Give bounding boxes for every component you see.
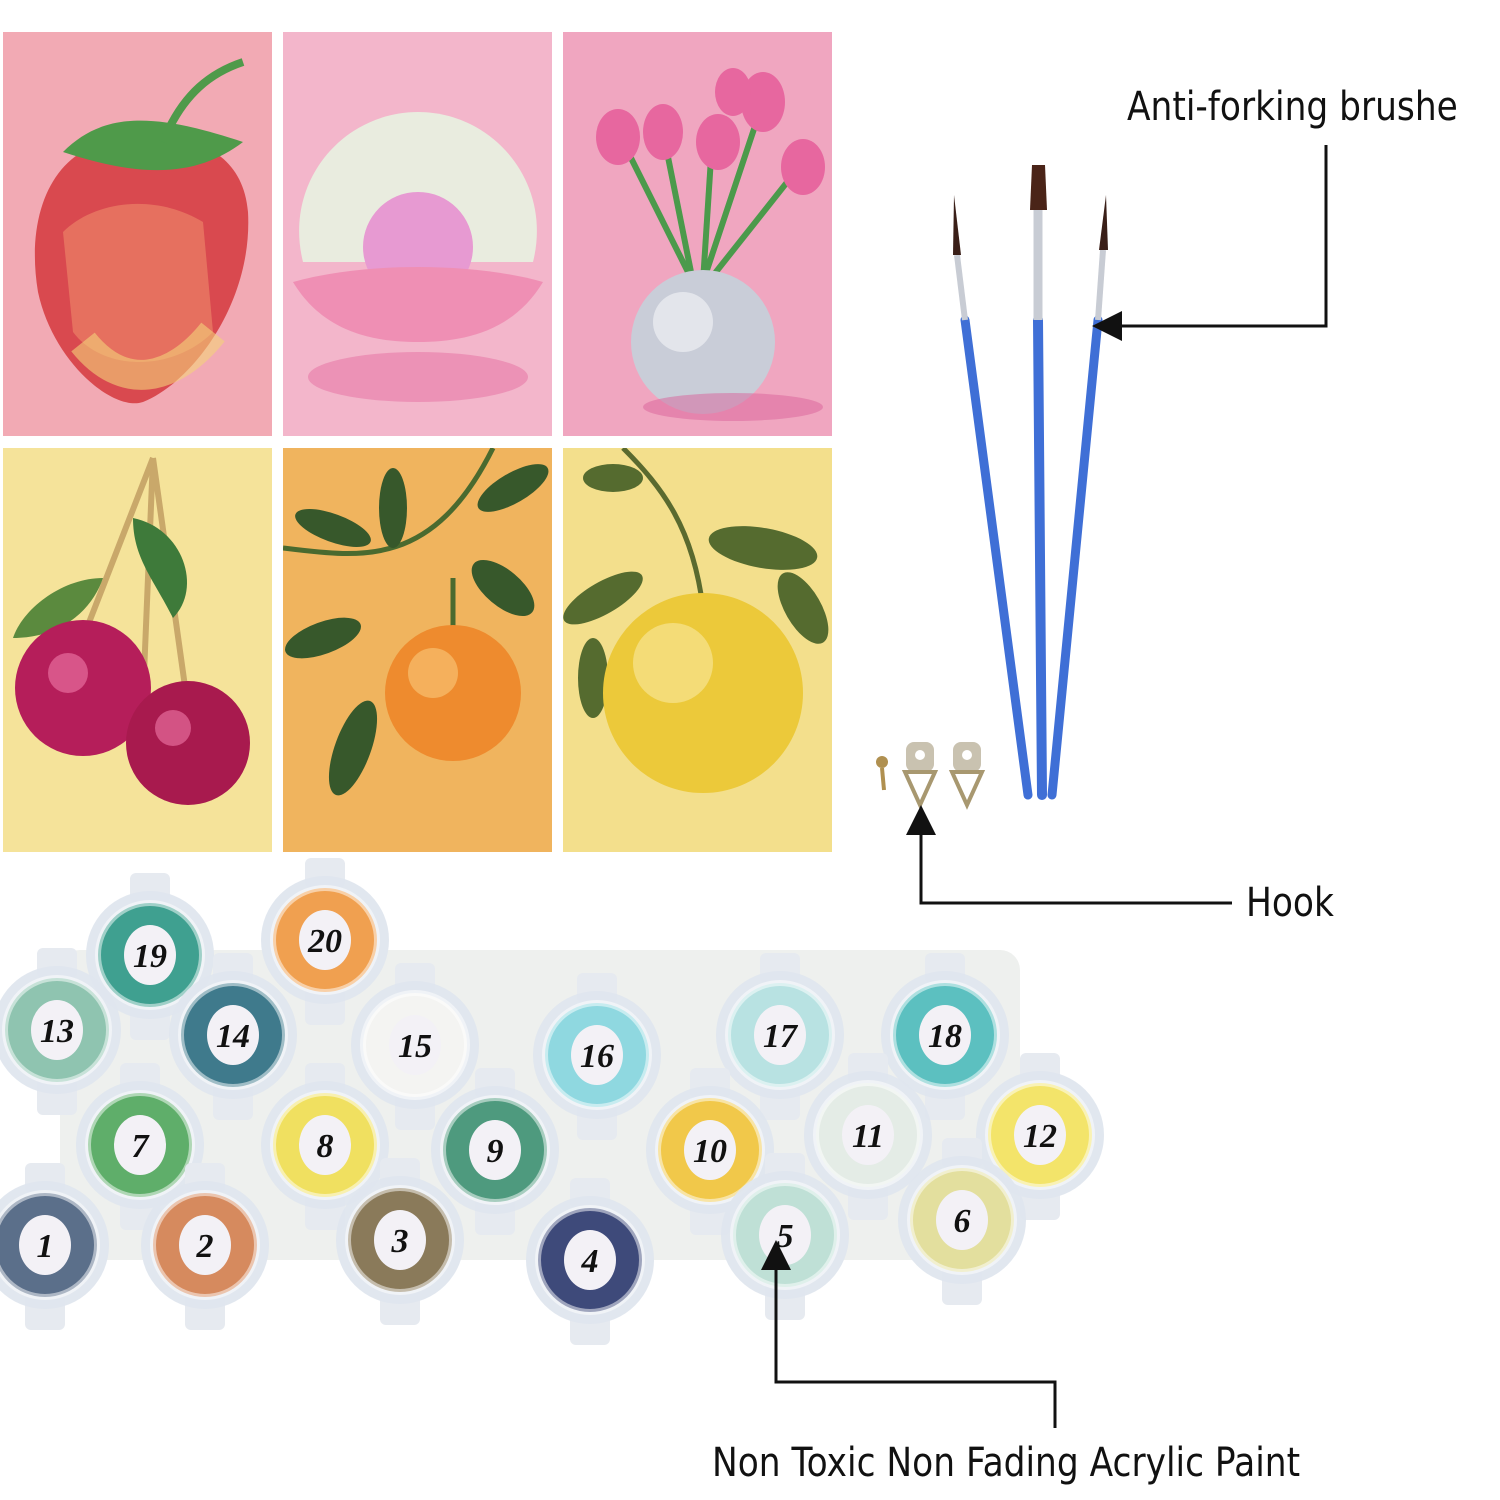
paint-pot-16: 16: [533, 973, 661, 1140]
painting-disco-orange: [283, 448, 552, 852]
paint-pot-number: 17: [763, 1018, 799, 1055]
paint-pot-10: 10: [646, 1068, 774, 1235]
paint-pot-number: 3: [391, 1223, 409, 1260]
paint-pot-number: 13: [40, 1013, 74, 1050]
paint-pot-number: 12: [1023, 1118, 1057, 1155]
paint-pot-2: 2: [141, 1163, 269, 1330]
paint-pot-number: 10: [693, 1133, 727, 1170]
paint-pot-14: 14: [169, 953, 297, 1120]
paint-pot-number: 16: [580, 1038, 614, 1075]
paint-pot-number: 5: [777, 1218, 794, 1255]
paint-pot-number: 20: [307, 923, 342, 960]
painting-disco-pearl-shell: [283, 32, 552, 436]
paint-pot-4: 4: [526, 1178, 654, 1345]
paint-pot-7: 7: [76, 1063, 204, 1230]
paint-pot-9: 9: [431, 1068, 559, 1235]
paint-pot-number: 11: [852, 1118, 884, 1155]
paint-pot-1: 1: [0, 1163, 109, 1330]
paint-label: Non Toxic Non Fading Acrylic Paint: [712, 1440, 1301, 1486]
paint-pot-8: 8: [261, 1063, 389, 1230]
brush-flat-middle: [1030, 165, 1047, 800]
brush-round-left: [953, 195, 1033, 800]
painting-disco-strawberry: [3, 32, 272, 436]
paint-callout-line: [761, 1240, 1057, 1428]
paint-pot-number: 8: [317, 1128, 334, 1165]
brushes-label: Anti-forking brushe: [1127, 84, 1458, 130]
paint-pot-number: 9: [487, 1133, 504, 1170]
hook-hardware: [876, 742, 986, 810]
hook-callout-line: [906, 805, 1232, 905]
painting-disco-lemon: [563, 448, 832, 852]
paint-pot-12: 12: [976, 1053, 1104, 1220]
paint-pot-6: 6: [898, 1138, 1026, 1305]
paint-pot-number: 2: [196, 1228, 214, 1265]
paint-pot-number: 18: [928, 1018, 962, 1055]
hook-label: Hook: [1246, 880, 1334, 926]
paint-pot-11: 11: [804, 1053, 932, 1220]
paint-pot-number: 1: [37, 1228, 54, 1265]
painting-tulips-disco-vase: [563, 32, 832, 436]
paint-pot-3: 3: [336, 1158, 464, 1325]
painting-disco-cherries: [3, 448, 272, 852]
brush-round-right: [1047, 195, 1108, 800]
paint-pot-number: 14: [216, 1018, 250, 1055]
paint-pot-20: 20: [261, 858, 389, 1025]
paint-pot-15: 15: [351, 963, 479, 1130]
paint-pot-19: 19: [86, 873, 214, 1040]
paint-pot-number: 15: [398, 1028, 432, 1065]
paint-pot-17: 17: [716, 953, 844, 1120]
paint-pot-number: 7: [132, 1128, 151, 1165]
paint-pot-number: 4: [581, 1243, 599, 1280]
brush-callout-line: [1092, 145, 1328, 341]
paint-pot-13: 13: [0, 948, 121, 1115]
paint-pot-number: 19: [133, 938, 167, 975]
paint-pot-number: 6: [954, 1203, 971, 1240]
paint-pot-18: 18: [881, 953, 1009, 1120]
